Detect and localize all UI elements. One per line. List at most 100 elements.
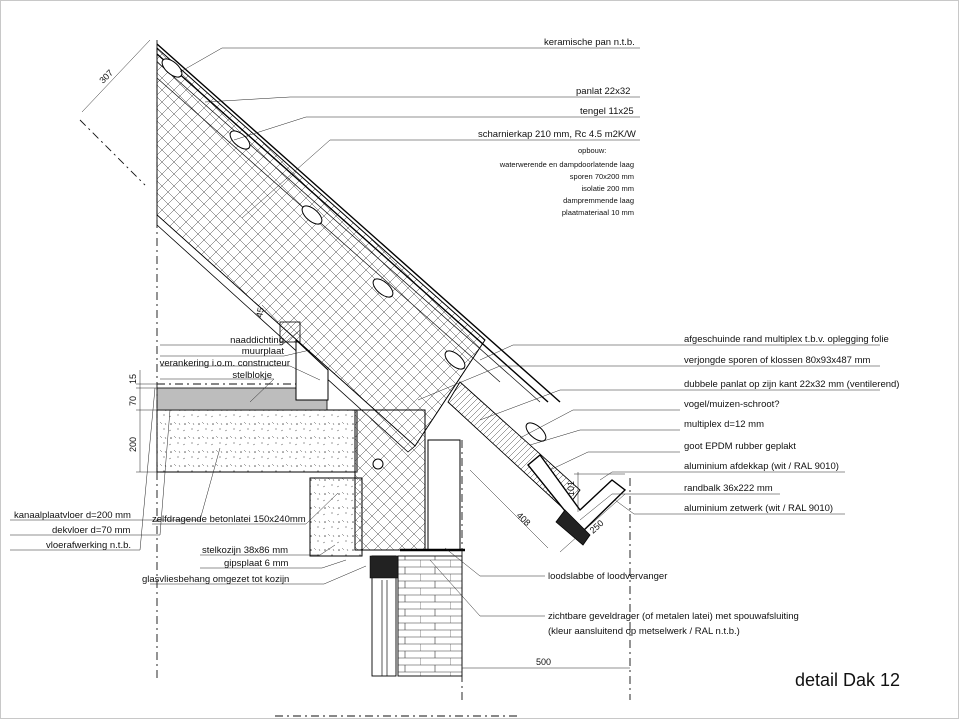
opbouw-line: sporen 70x200 mm xyxy=(570,172,634,181)
leader xyxy=(233,116,640,141)
leader xyxy=(579,493,780,521)
leader xyxy=(529,429,680,446)
roof-membrane xyxy=(156,77,501,383)
label-zetwerk: aluminium zetwerk (wit / RAL 9010) xyxy=(684,503,833,514)
label-tengel: tengel 11x25 xyxy=(580,106,634,117)
label-muurplaat: muurplaat xyxy=(242,346,285,357)
dim-ext xyxy=(79,119,146,186)
opbouw-line: plaatmateriaal 10 mm xyxy=(562,208,634,217)
leader xyxy=(519,409,680,439)
leader xyxy=(599,471,845,481)
gutter xyxy=(527,453,627,534)
label-stelkozijn: stelkozijn 38x86 mm xyxy=(202,545,288,556)
wall-plate-block xyxy=(279,321,301,343)
label-goot-epdm: goot EPDM rubber geplakt xyxy=(684,441,796,452)
label-randbalk: randbalk 36x222 mm xyxy=(684,483,773,494)
dim-line xyxy=(81,39,151,113)
leader xyxy=(444,547,545,577)
label-naaddichting: naaddichting xyxy=(230,335,284,346)
leader xyxy=(160,349,311,357)
label-kanaalplaatvloer: kanaalplaatvloer d=200 mm xyxy=(14,510,131,521)
tile-clip xyxy=(161,58,183,78)
leader xyxy=(549,451,680,471)
label-glasvliesbehang: glasvliesbehang omgezet tot kozijn xyxy=(142,574,289,585)
dim-line xyxy=(469,469,549,549)
label-dubbele-panlat: dubbele panlat op zijn kant 22x32 mm (ve… xyxy=(684,379,899,390)
labels-left-upper: naaddichting muurplaat verankering i.o.m… xyxy=(160,335,290,381)
leader xyxy=(241,139,640,219)
roof-tile-line-top xyxy=(156,43,561,403)
label-stelblokje: stelblokje xyxy=(232,370,272,381)
labels-left-lower: kanaalplaatvloer d=200 mm zelfdragende b… xyxy=(14,510,306,551)
labels-right-upper: keramische pan n.t.b. panlat 22x32 tenge… xyxy=(478,37,636,217)
hollowcore-floor xyxy=(156,409,358,473)
dim-15: 15 xyxy=(128,374,138,384)
label-gipsplaat: gipsplaat 6 mm xyxy=(224,558,289,569)
leader xyxy=(200,544,336,556)
leader xyxy=(179,47,640,73)
dim-101: 101 xyxy=(566,481,576,496)
timber-frame xyxy=(427,439,461,551)
leader xyxy=(10,447,221,521)
anchor-bolt xyxy=(372,458,384,470)
dim-500: 500 xyxy=(536,657,551,667)
dim-line xyxy=(559,493,626,553)
dim-307: 307 xyxy=(97,68,115,86)
leader xyxy=(160,365,321,381)
leader xyxy=(429,559,545,617)
opbouw-line: dampremmende laag xyxy=(563,196,634,205)
window-sill-profile xyxy=(369,555,399,579)
label-afdekkap: aluminium afdekkap (wit / RAL 9010) xyxy=(684,461,839,472)
label-verankering: verankering i.o.m. constructeur xyxy=(160,358,290,369)
label-afgeschuinde-rand: afgeschuinde rand multiplex t.b.v. opleg… xyxy=(684,334,889,345)
labels-right-lower: afgeschuinde rand multiplex t.b.v. opleg… xyxy=(684,334,899,514)
wall-plate xyxy=(295,338,329,401)
tile-clip xyxy=(444,350,466,370)
label-dekvloer: dekvloer d=70 mm xyxy=(52,525,130,536)
dim-408: 408 xyxy=(515,510,533,528)
leader xyxy=(614,499,845,515)
tile-clip xyxy=(229,130,251,150)
leader xyxy=(160,329,301,346)
dim-line xyxy=(261,304,279,323)
leader xyxy=(479,344,880,361)
dim-70: 70 xyxy=(128,396,138,406)
label-verjongde-sporen: verjongde sporen of klossen 80x93x487 mm xyxy=(684,355,871,366)
leader xyxy=(150,565,367,585)
batten-line xyxy=(156,61,541,403)
lintel-beam xyxy=(309,477,363,557)
leader xyxy=(479,389,880,421)
leader-lines xyxy=(10,47,880,617)
label-kleur: (kleur aansluitend op metselwerk / RAL n… xyxy=(548,626,740,637)
tile-clip xyxy=(301,205,323,225)
label-loodslabbe: loodslabbe of loodvervanger xyxy=(548,571,667,582)
label-vogel-schroot: vogel/muizen-schroot? xyxy=(684,399,780,410)
leader xyxy=(204,96,640,103)
brick-wall xyxy=(397,555,463,677)
leader xyxy=(10,387,156,551)
dim-45: 45 xyxy=(254,307,266,319)
leader xyxy=(160,378,275,403)
leader xyxy=(152,492,339,525)
opbouw-line: waterwerende en dampdoorlatende laag xyxy=(499,160,634,169)
dim-200: 200 xyxy=(128,437,138,452)
roof-tile-line-bottom xyxy=(156,53,549,403)
label-geveldrager: zichtbare geveldrager (of metalen latei)… xyxy=(548,611,799,622)
label-panlat: panlat 22x32 xyxy=(576,86,630,97)
opbouw-header: opbouw: xyxy=(578,146,606,155)
label-betonlatei: zelfdragende betonlatei 150x240mm xyxy=(152,514,306,525)
label-scharnierkap: scharnierkap 210 mm, Rc 4.5 m2K/W xyxy=(478,129,636,140)
label-keramische-pan: keramische pan n.t.b. xyxy=(544,37,635,48)
labels-bottom-left: stelkozijn 38x86 mm gipsplaat 6 mm glasv… xyxy=(142,545,289,585)
drawing-title: detail Dak 12 xyxy=(795,670,900,690)
label-multiplex: multiplex d=12 mm xyxy=(684,419,764,430)
wall-floor xyxy=(156,321,465,677)
leader xyxy=(10,409,171,536)
tile-clip xyxy=(372,278,394,298)
fascia xyxy=(555,509,591,546)
labels-bottom-right: loodslabbe of loodvervanger zichtbare ge… xyxy=(548,571,799,637)
leader xyxy=(417,365,880,401)
label-vloerafwerking: vloerafwerking n.t.b. xyxy=(46,540,131,551)
